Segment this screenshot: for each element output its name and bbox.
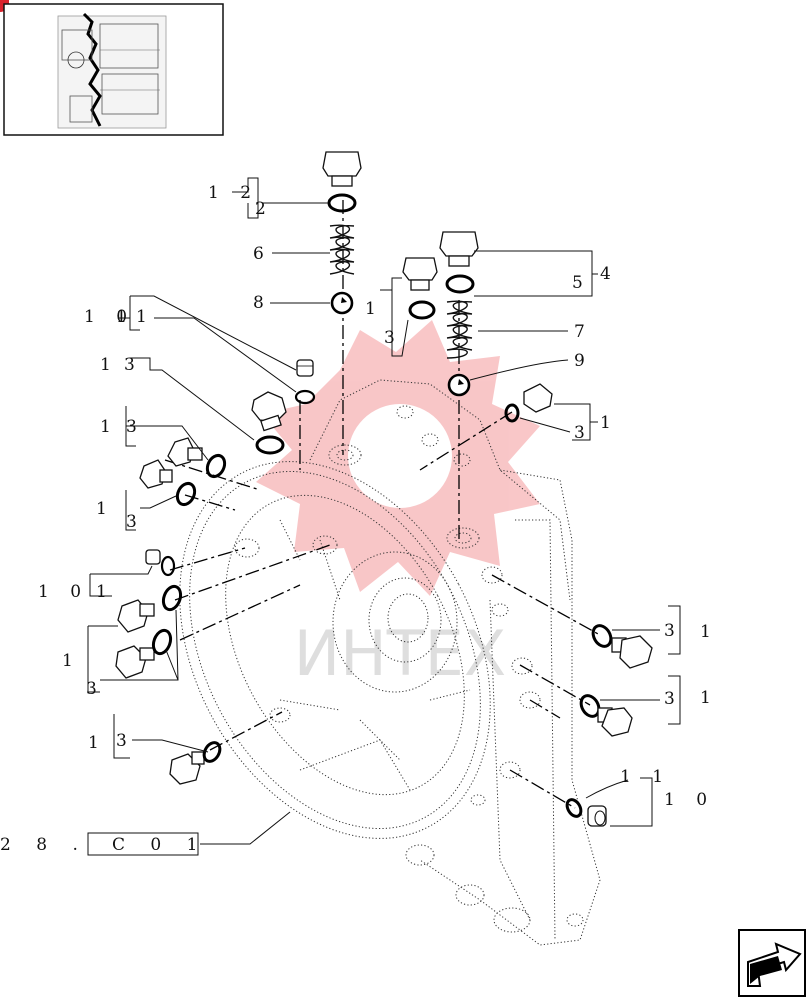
leader-lines bbox=[87, 177, 681, 845]
reference-code: C 0 1 bbox=[112, 835, 207, 855]
callout-1-r1: 1 bbox=[700, 622, 719, 642]
o-ring-right-c[interactable] bbox=[564, 797, 583, 819]
callout-3-b: 3 bbox=[126, 417, 145, 437]
callout-1-3a: 1 bbox=[100, 355, 119, 375]
next-page-arrow-icon[interactable] bbox=[738, 929, 806, 997]
plug-top-right[interactable] bbox=[439, 231, 479, 267]
plug-left-a[interactable] bbox=[167, 437, 203, 467]
plug-left-upper[interactable] bbox=[251, 391, 287, 432]
o-ring-right-b[interactable] bbox=[578, 692, 603, 719]
watermark-text: ИНТЕХ bbox=[294, 617, 507, 690]
callout-3-rt: 3 bbox=[574, 423, 593, 443]
sleeve-11-left[interactable] bbox=[145, 549, 161, 565]
o-ring-right-top[interactable] bbox=[504, 403, 520, 423]
callout-9: 9 bbox=[574, 351, 593, 371]
o-ring-5[interactable] bbox=[445, 274, 475, 294]
callout-11: 1 1 bbox=[620, 767, 671, 787]
plug-top-left[interactable] bbox=[322, 151, 362, 187]
check-ball-9[interactable] bbox=[447, 373, 471, 397]
callout-1-rt: 1 bbox=[600, 413, 619, 433]
callouts: 1 2 2 6 8 1 3 5 4 7 9 1 0 1 1 1 3 1 3 1 … bbox=[38, 183, 719, 810]
callout-1-10-top: 1 bbox=[136, 307, 155, 327]
o-ring-right-a[interactable] bbox=[590, 622, 615, 649]
callout-12: 1 2 bbox=[208, 183, 259, 203]
transmission-housing bbox=[179, 379, 601, 946]
spring-6[interactable] bbox=[329, 224, 355, 275]
callout-5: 5 bbox=[572, 273, 591, 293]
plug-left-d[interactable] bbox=[115, 645, 155, 679]
callout-8: 8 bbox=[253, 293, 272, 313]
callout-1-left: 1 bbox=[62, 651, 81, 671]
o-ring-10-upper[interactable] bbox=[294, 389, 316, 405]
o-ring-center[interactable] bbox=[408, 300, 436, 320]
plug-bottom-left[interactable] bbox=[169, 751, 205, 785]
callout-1-mid: 1 bbox=[365, 299, 384, 319]
callout-3-a: 3 bbox=[124, 355, 143, 375]
plug-right-b[interactable] bbox=[597, 707, 633, 737]
callout-1-3b: 1 bbox=[100, 417, 119, 437]
assembly-thumbnail[interactable] bbox=[3, 3, 224, 136]
callout-3-c: 3 bbox=[126, 512, 145, 532]
callout-2: 2 bbox=[255, 199, 274, 219]
callout-10-mid: 1 0 bbox=[38, 582, 89, 602]
callout-10-top: 1 0 bbox=[84, 307, 135, 327]
callout-1-r2: 1 bbox=[700, 688, 719, 708]
callout-10-br: 1 0 bbox=[664, 790, 715, 810]
callout-1-bot: 1 bbox=[88, 733, 107, 753]
o-ring-10-left[interactable] bbox=[160, 555, 176, 577]
o-ring-left-upper[interactable] bbox=[255, 435, 285, 455]
o-ring-left-d[interactable] bbox=[150, 628, 173, 656]
plug-right-top[interactable] bbox=[523, 383, 553, 413]
o-ring-2[interactable] bbox=[327, 193, 357, 213]
check-ball-8[interactable] bbox=[330, 291, 354, 315]
spring-7[interactable] bbox=[446, 300, 473, 359]
callout-3-mid: 3 bbox=[384, 328, 403, 348]
plug-center[interactable] bbox=[402, 257, 438, 291]
sleeve-11-upper[interactable] bbox=[296, 359, 314, 377]
plug-right-a[interactable] bbox=[611, 635, 653, 669]
assembly-axes bbox=[164, 200, 601, 809]
callout-3-r1: 3 bbox=[664, 621, 683, 641]
callout-7: 7 bbox=[574, 322, 593, 342]
o-ring-left-a[interactable] bbox=[204, 453, 228, 480]
callout-3-bot: 3 bbox=[116, 731, 135, 751]
o-ring-left-b[interactable] bbox=[174, 481, 198, 508]
page-reference[interactable]: 2 8 . 0 / C 0 1 bbox=[0, 832, 207, 856]
callout-4: 4 bbox=[600, 264, 619, 284]
callout-1-3c: 1 bbox=[96, 499, 115, 519]
callout-1-10-mid: 1 bbox=[96, 582, 115, 602]
callout-6: 6 bbox=[253, 244, 272, 264]
plug-left-c[interactable] bbox=[117, 599, 155, 633]
callout-1-top: 1 bbox=[116, 307, 135, 327]
o-ring-bottom-left[interactable] bbox=[201, 740, 223, 764]
plug-left-b[interactable] bbox=[139, 459, 173, 489]
o-ring-left-c[interactable] bbox=[160, 584, 183, 612]
callout-3-left: 3 bbox=[86, 679, 105, 699]
sleeve-right-bottom[interactable] bbox=[587, 805, 607, 827]
callout-3-r2: 3 bbox=[664, 689, 683, 709]
